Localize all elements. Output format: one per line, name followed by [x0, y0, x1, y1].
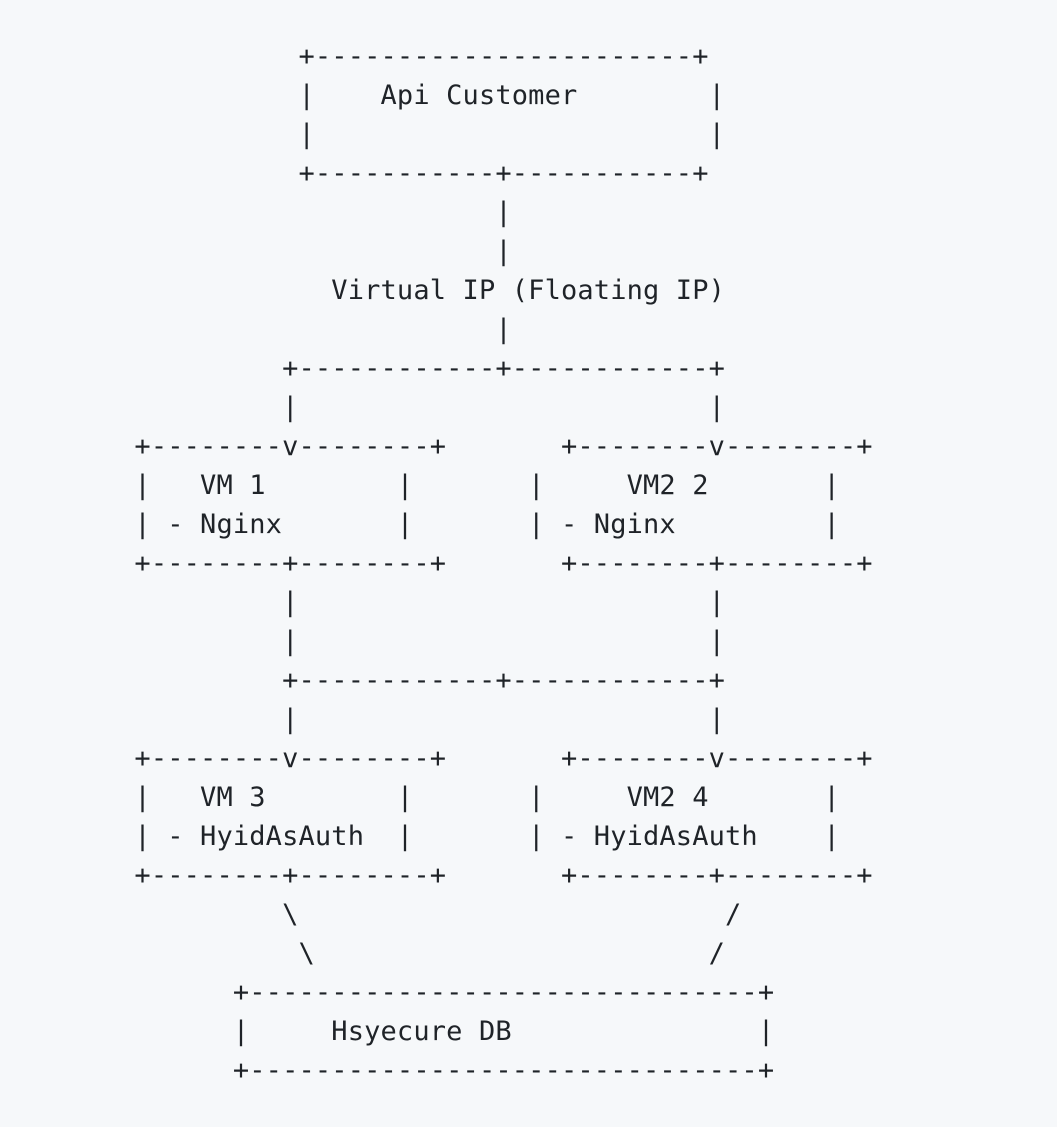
- page-bottom-margin: [0, 1127, 1057, 1133]
- ascii-architecture-diagram: +-----------------------+ | Api Customer…: [134, 41, 873, 1086]
